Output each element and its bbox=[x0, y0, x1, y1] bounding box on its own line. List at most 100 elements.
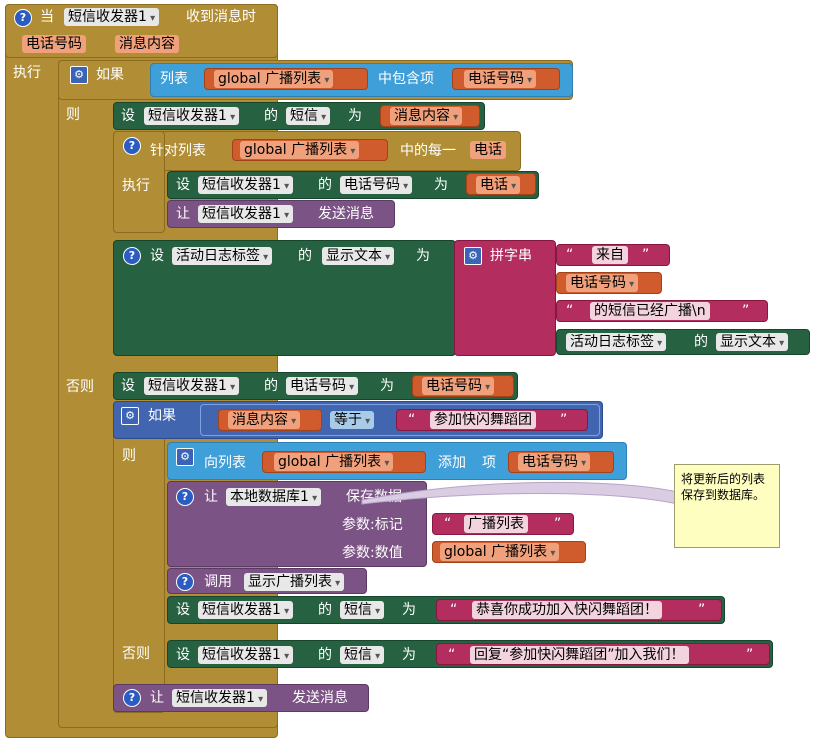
comment-bubble[interactable]: 将更新后的列表保存到数据库。 bbox=[674, 464, 780, 548]
value-param-label: 参数:数值 bbox=[342, 545, 403, 561]
text-value-join-request[interactable]: 参加快闪舞蹈团 bbox=[430, 411, 536, 429]
loop-item-var[interactable]: 电话 bbox=[470, 141, 506, 159]
phone-var-dropdown[interactable]: 电话号码 bbox=[464, 70, 537, 88]
db-component-dropdown[interactable]: 本地数据库1 bbox=[226, 488, 322, 506]
of-label: 的 bbox=[264, 378, 278, 394]
add-label: 添加 bbox=[438, 455, 466, 471]
property-dropdown[interactable]: 电话号码 bbox=[340, 176, 413, 194]
help-icon[interactable]: ? bbox=[176, 488, 194, 506]
help-icon[interactable]: ? bbox=[176, 573, 194, 591]
foreach-label: 针对列表 bbox=[150, 143, 206, 159]
gear-icon[interactable]: ⚙ bbox=[176, 448, 194, 466]
then-label: 则 bbox=[66, 107, 80, 123]
text-value-from[interactable]: 来自 bbox=[592, 246, 628, 264]
gear-icon[interactable]: ⚙ bbox=[70, 66, 88, 84]
quote-close: ” bbox=[560, 412, 568, 428]
quote-close: ” bbox=[642, 247, 650, 263]
set-label: 设 bbox=[176, 177, 190, 193]
property-dropdown[interactable]: 显示文本 bbox=[716, 333, 789, 351]
to-label: 为 bbox=[402, 647, 416, 663]
to-label: 为 bbox=[348, 108, 362, 124]
quote-close: ” bbox=[554, 516, 562, 532]
set-label: 设 bbox=[121, 378, 135, 394]
component-dropdown[interactable]: 短信收发器1 bbox=[172, 689, 268, 707]
set-label-text-block[interactable] bbox=[113, 240, 456, 356]
quote-open: “ bbox=[448, 647, 456, 663]
global-list-dropdown[interactable]: global 广播列表 bbox=[214, 70, 334, 88]
component-dropdown[interactable]: 活动日志标签 bbox=[172, 247, 273, 265]
procedure-dropdown[interactable]: 显示广播列表 bbox=[244, 573, 345, 591]
to-label: 为 bbox=[416, 248, 430, 264]
property-dropdown[interactable]: 显示文本 bbox=[322, 247, 395, 265]
phone-var-dropdown[interactable]: 电话号码 bbox=[422, 377, 495, 395]
reply-success-text[interactable]: 恭喜你成功加入快闪舞蹈团！ bbox=[472, 601, 662, 619]
of-label: 的 bbox=[298, 248, 312, 264]
reply-invite-text[interactable]: 回复“参加快闪舞蹈团”加入我们！ bbox=[470, 646, 689, 664]
item-var-dropdown[interactable]: 电话 bbox=[476, 176, 521, 194]
method-label: 发送消息 bbox=[292, 690, 348, 706]
if-label: 如果 bbox=[96, 67, 124, 83]
help-icon[interactable]: ? bbox=[14, 9, 32, 27]
property-dropdown[interactable]: 短信 bbox=[286, 107, 331, 125]
comment-pointer bbox=[361, 481, 679, 505]
operator-dropdown[interactable]: 等于 bbox=[330, 411, 375, 429]
set-label: 设 bbox=[176, 602, 190, 618]
call-proc-label: 调用 bbox=[204, 574, 232, 590]
of-label: 的 bbox=[264, 108, 278, 124]
property-dropdown[interactable]: 短信 bbox=[340, 646, 385, 664]
tag-text-value[interactable]: 广播列表 bbox=[464, 515, 528, 533]
component-dropdown[interactable]: 短信收发器1 bbox=[198, 205, 294, 223]
component-dropdown[interactable]: 短信收发器1 bbox=[198, 176, 294, 194]
gear-icon[interactable]: ⚙ bbox=[464, 247, 482, 265]
phone-var-dropdown[interactable]: 电话号码 bbox=[566, 274, 639, 292]
component-dropdown[interactable]: 活动日志标签 bbox=[566, 333, 667, 351]
message-var-dropdown[interactable]: 消息内容 bbox=[390, 107, 463, 125]
set-label: 设 bbox=[150, 248, 164, 264]
event-name-label: 收到消息时 bbox=[186, 9, 256, 25]
quote-close: ” bbox=[742, 303, 750, 319]
param-message[interactable]: 消息内容 bbox=[115, 35, 179, 53]
property-dropdown[interactable]: 短信 bbox=[340, 601, 385, 619]
component-dropdown[interactable]: 短信收发器1 bbox=[144, 107, 240, 125]
component-dropdown[interactable]: 短信收发器1 bbox=[198, 646, 294, 664]
then-label: 则 bbox=[122, 448, 136, 464]
of-label: 的 bbox=[318, 177, 332, 193]
when-label: 当 bbox=[40, 9, 54, 25]
set-label: 设 bbox=[121, 108, 135, 124]
call-label: 让 bbox=[204, 489, 218, 505]
global-list-dropdown[interactable]: global 广播列表 bbox=[274, 453, 394, 471]
add-list-label: 向列表 bbox=[204, 455, 246, 471]
list-label: 列表 bbox=[160, 71, 188, 87]
call-label: 让 bbox=[176, 206, 190, 222]
to-label: 为 bbox=[402, 602, 416, 618]
message-var-dropdown[interactable]: 消息内容 bbox=[228, 411, 301, 429]
set-label: 设 bbox=[176, 647, 190, 663]
gear-icon[interactable]: ⚙ bbox=[121, 407, 139, 425]
param-phone[interactable]: 电话号码 bbox=[22, 35, 86, 53]
component-dropdown[interactable]: 短信收发器1 bbox=[198, 601, 294, 619]
call-label: 让 bbox=[150, 690, 164, 706]
join-label: 拼字串 bbox=[490, 248, 532, 264]
property-dropdown[interactable]: 电话号码 bbox=[286, 377, 359, 395]
help-icon[interactable]: ? bbox=[123, 247, 141, 265]
to-label: 为 bbox=[434, 177, 448, 193]
quote-open: “ bbox=[444, 516, 452, 532]
phone-var-dropdown[interactable]: 电话号码 bbox=[518, 453, 591, 471]
global-list-dropdown[interactable]: global 广播列表 bbox=[440, 543, 560, 561]
text-value-broadcast[interactable]: 的短信已经广播\n bbox=[590, 302, 710, 320]
quote-open: “ bbox=[566, 303, 574, 319]
else-label: 否则 bbox=[66, 379, 94, 395]
if-block-inner[interactable] bbox=[113, 401, 165, 713]
quote-open: “ bbox=[566, 247, 574, 263]
help-icon[interactable]: ? bbox=[123, 689, 141, 707]
global-list-dropdown[interactable]: global 广播列表 bbox=[240, 141, 360, 159]
quote-open: “ bbox=[450, 602, 458, 618]
help-icon[interactable]: ? bbox=[123, 137, 141, 155]
contains-label: 中包含项 bbox=[378, 71, 434, 87]
component-dropdown[interactable]: 短信收发器1 bbox=[144, 377, 240, 395]
else-label: 否则 bbox=[122, 646, 150, 662]
event-component-dropdown[interactable]: 短信收发器1 bbox=[64, 8, 160, 26]
if-label: 如果 bbox=[148, 408, 176, 424]
of-label: 的 bbox=[318, 602, 332, 618]
tag-param-label: 参数:标记 bbox=[342, 517, 403, 533]
